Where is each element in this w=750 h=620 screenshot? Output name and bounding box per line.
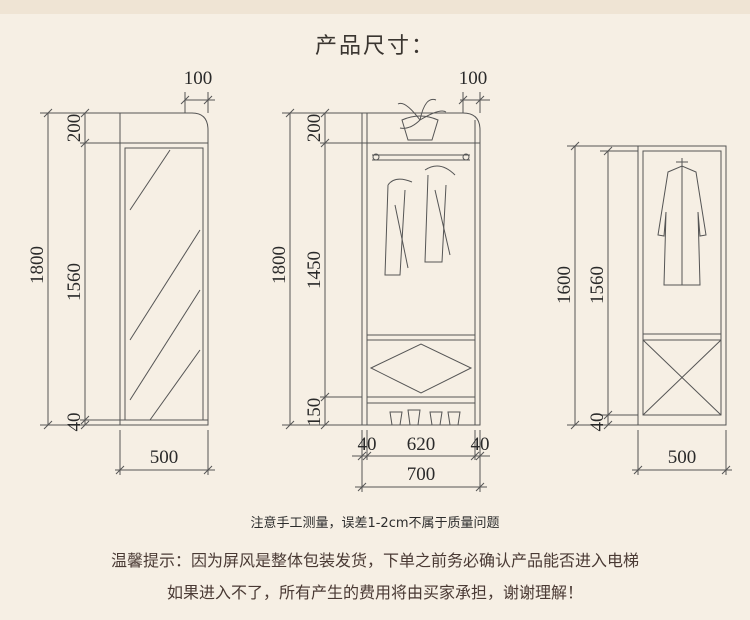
plant-rack-bottom-height-label: 150 — [304, 398, 325, 427]
mirror-bottom-height-label: 40 — [64, 413, 85, 432]
page-title: 产品尺寸： — [314, 34, 435, 59]
mirror-dimension-lines — [40, 92, 215, 475]
plant-rack-width-right-label: 40 — [471, 434, 490, 455]
plant-rack-width-mid-label: 620 — [407, 434, 436, 455]
mirror-total-height-label: 1800 — [27, 246, 48, 284]
plant-rack-middle-height-label: 1450 — [304, 251, 325, 289]
mirror-top-height-label: 200 — [64, 114, 85, 143]
coat-rack-screen — [637, 145, 727, 426]
plant-rack-top-height-label: 200 — [304, 114, 325, 143]
plant-rack-width-left-label: 40 — [358, 434, 377, 455]
warning-note-line1: 温馨提示：因为屏风是整体包装发货，下单之前务必确认产品能否进入电梯 — [110, 551, 639, 570]
plant-rack-total-height-label: 1800 — [269, 246, 290, 284]
plant-rack-width-total-label: 700 — [407, 464, 436, 485]
mirror-width-label: 500 — [150, 447, 179, 468]
measurement-note: 注意手工测量，误差1-2cm不属于质量问题 — [250, 516, 500, 531]
plant-rack-top-width-label: 100 — [459, 68, 488, 89]
plant-rack-dimension-lines — [282, 92, 490, 492]
warning-note-line2: 如果进入不了，所有产生的费用将由买家承担，谢谢理解！ — [166, 583, 583, 602]
mirror-screen — [119, 112, 209, 426]
top-band — [0, 0, 750, 14]
coat-rack-bottom-height-label: 40 — [587, 413, 608, 432]
mirror-middle-height-label: 1560 — [64, 263, 85, 301]
coat-rack-width-label: 500 — [668, 447, 697, 468]
coat-rack-dimension-lines — [567, 141, 732, 475]
coat-rack-middle-height-label: 1560 — [587, 266, 608, 304]
plant-rack-screen — [361, 98, 481, 426]
coat-rack-total-height-label: 1600 — [554, 266, 575, 304]
mirror-top-width-label: 100 — [184, 68, 213, 89]
